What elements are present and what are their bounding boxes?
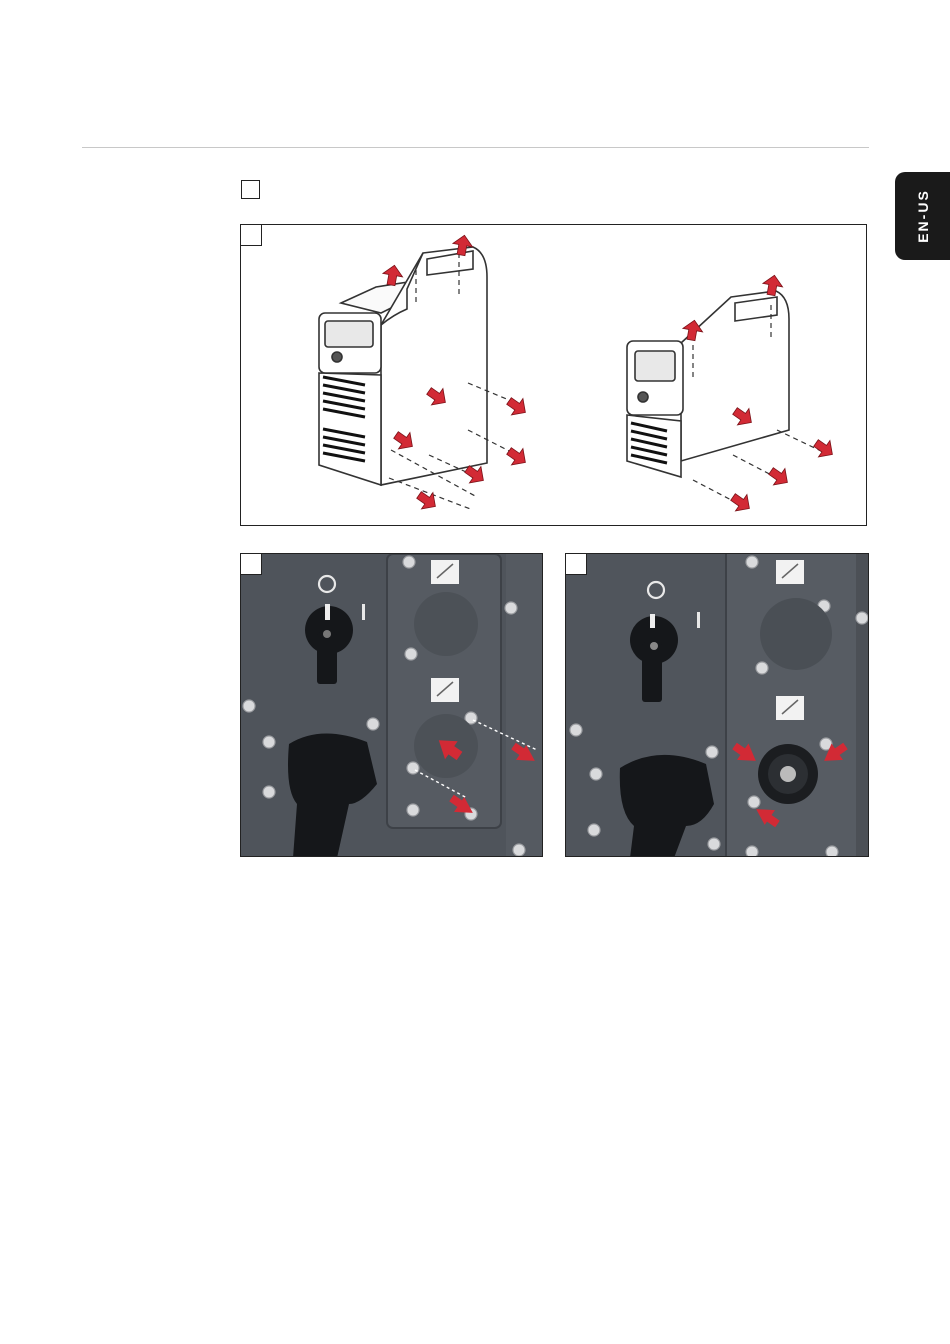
step-checkbox [241,180,260,199]
switch-on-indicator-icon [362,604,365,620]
figure-machines [240,224,867,526]
switch-on-indicator-icon [697,612,700,628]
switch-off-indicator-icon [648,582,664,598]
figure-step-marker [241,554,262,575]
figure-step-marker [566,554,587,575]
figure-panel-blank [240,553,543,857]
machine-large [319,247,487,485]
header-divider [82,147,869,148]
switch-off-indicator-icon [319,576,335,592]
language-tab-label: EN-US [915,189,931,243]
figure-panel-socket [565,553,869,857]
figure-step-marker [241,225,262,246]
language-tab: EN-US [895,172,950,260]
machine-small [627,291,789,477]
